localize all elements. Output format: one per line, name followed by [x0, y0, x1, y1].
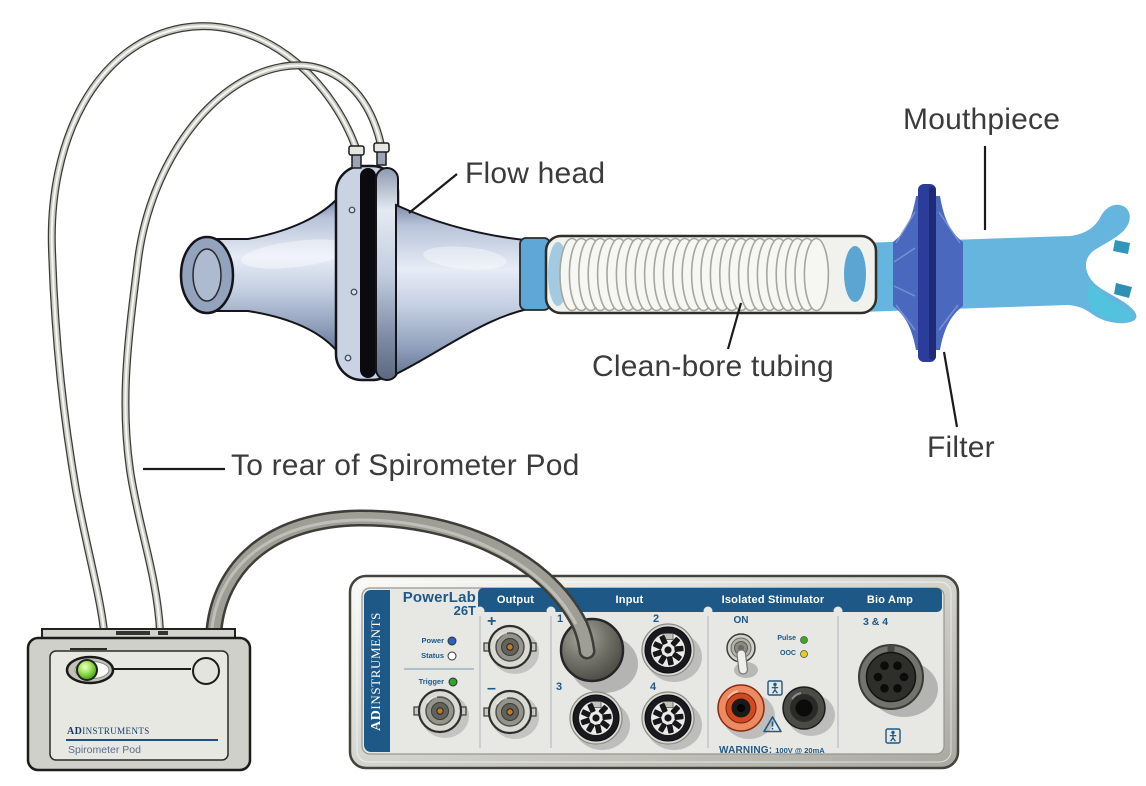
ooc-led: [800, 650, 808, 658]
warning-triangle-icon: [763, 716, 782, 733]
powerlab-brand-bold: AD: [369, 709, 385, 731]
section-input-label: Input: [615, 594, 644, 606]
callout-pointer-lines: [143, 146, 987, 471]
status-led: [447, 651, 457, 661]
stimulator-red-jack: [717, 684, 775, 739]
pod-brand-regular: INSTRUMENTS: [82, 726, 150, 736]
powerlab-brand-stripe: [364, 590, 390, 752]
label-flow-head: Flow head: [465, 157, 606, 190]
clean-bore-tubing-graphic: [519, 234, 878, 315]
warning-prefix: WARNING:: [719, 745, 773, 756]
powerlab-device-graphic: [348, 574, 960, 770]
label-clean-bore-tubing: Clean-bore tubing: [592, 350, 834, 383]
flow-head-graphic: [179, 142, 546, 382]
filter-pointer-line: [942, 351, 959, 428]
warning-spec: 100V @ 20mA: [775, 746, 825, 755]
stimulator-black-jack: [782, 686, 835, 736]
section-bio-amp-label: Bio Amp: [866, 594, 914, 606]
corrugation-rings: [559, 237, 830, 312]
flow-head-pointer-line: [408, 173, 458, 214]
powerlab-header-band: [478, 588, 942, 612]
pulse-led: [800, 636, 808, 644]
pod-brand-bold: AD: [67, 726, 83, 737]
input-2-label: 2: [653, 613, 660, 625]
input-1-label: 1: [557, 613, 564, 625]
pneumotach-tubes-graphic: [47, 22, 385, 632]
stimulator-toggle-switch: [726, 633, 758, 678]
powerlab-model: PowerLab 26T: [398, 589, 476, 618]
pod-brand-rule: [66, 739, 218, 741]
stimulator-warning-text: WARNING:100V @ 20mA: [719, 740, 825, 758]
label-to-rear-of-pod: To rear of Spirometer Pod: [231, 449, 580, 482]
powerlab-brand-vertical: ADINSTRUMENTS: [364, 590, 390, 752]
pod-device-name: Spirometer Pod: [68, 744, 141, 756]
filter-graphic: [893, 184, 963, 362]
pod-knob: [192, 657, 220, 685]
output-minus-label: –: [487, 680, 496, 697]
ooc-led-label: OOC: [780, 649, 796, 657]
trigger-led-label: Trigger: [418, 677, 444, 686]
clean-bore-pointer-line: [726, 302, 743, 350]
pod-status-led: [76, 659, 98, 681]
input-4-label: 4: [650, 681, 657, 693]
input-3-label: 3: [556, 681, 563, 693]
pulse-led-label: Pulse: [777, 635, 796, 642]
powerlab-brand-regular: INSTRUMENTS: [368, 611, 384, 710]
power-led-label: Power: [421, 636, 444, 645]
section-isolated-stimulator-label: Isolated Stimulator: [721, 594, 825, 606]
output-plus-label: +: [487, 613, 497, 630]
pod-cable-graphic: [205, 509, 596, 660]
label-mouthpiece: Mouthpiece: [903, 103, 1061, 136]
powerlab-model-number: 26T: [453, 603, 476, 618]
label-filter: Filter: [927, 431, 995, 464]
trigger-led: [448, 677, 458, 687]
powerlab-model-name: PowerLab: [402, 589, 476, 606]
bio-amp-channels-label: 3 & 4: [862, 616, 889, 628]
power-led: [447, 636, 457, 646]
section-output-label: Output: [496, 594, 535, 606]
spirometer-pod-graphic: [26, 628, 252, 772]
status-led-label: Status: [421, 651, 444, 660]
bio-amp-din-connector: [858, 644, 938, 717]
pod-brand: ADINSTRUMENTS: [67, 726, 150, 737]
stimulator-on-label: ON: [733, 615, 749, 626]
